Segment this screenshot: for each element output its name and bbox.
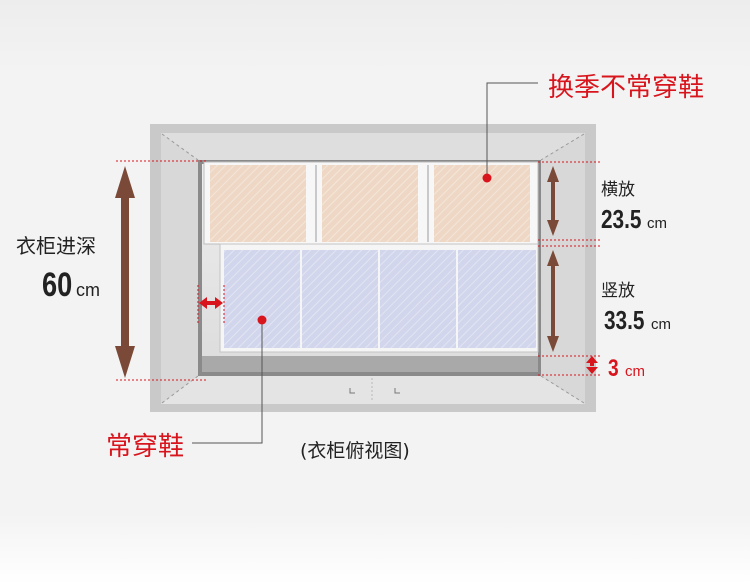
daily-shoe-boxes: [219, 243, 539, 353]
dimension-guides: [116, 160, 600, 381]
side-gap-arrow-icon: [199, 297, 223, 309]
daily-shoes-label: 常穿鞋: [106, 432, 184, 462]
seasonal-shoes-label: 换季不常穿鞋: [548, 73, 704, 103]
depth-value: 60: [42, 265, 72, 304]
gap-arrow-icon: [586, 356, 598, 374]
vertical-depth-arrow-icon: [547, 250, 559, 352]
seasonal-shoe-boxes: [203, 161, 539, 245]
horizontal-depth-arrow-icon: [547, 166, 559, 236]
horizontal-value: 23.5: [601, 205, 641, 234]
leader-seasonal: [482, 82, 538, 183]
vertical-value: 33.5: [604, 306, 644, 335]
horizontal-title: 横放: [601, 180, 635, 200]
leader-daily: [192, 315, 267, 444]
diagram-caption: (衣柜俯视图): [300, 440, 410, 462]
vertical-unit: cm: [651, 316, 671, 333]
depth-title: 衣柜进深: [16, 234, 96, 258]
horizontal-unit: cm: [647, 215, 667, 232]
depth-unit: cm: [76, 280, 100, 300]
vertical-title: 竖放: [601, 281, 635, 301]
gap-value: 3: [608, 354, 619, 382]
depth-arrow-icon: [115, 166, 135, 378]
gap-unit: cm: [625, 363, 645, 380]
